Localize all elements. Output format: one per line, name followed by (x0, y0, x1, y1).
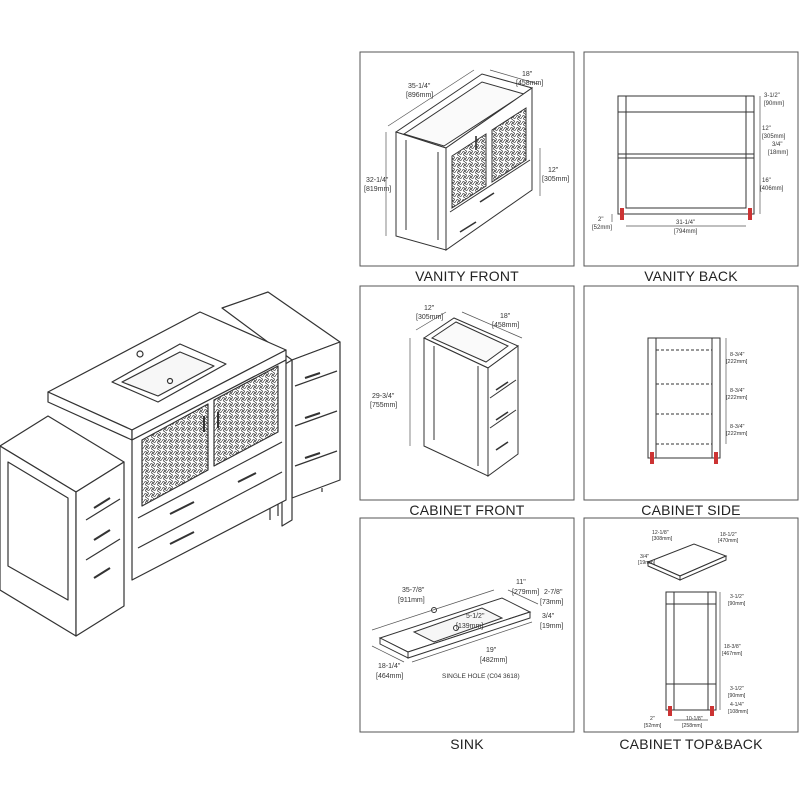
dim-label: 12" (548, 167, 559, 174)
dim-label: [222mm] (726, 431, 748, 437)
panel-cabinet-front (359, 285, 575, 501)
vanity-back-dimension-lines (611, 96, 761, 227)
dim-label: 3-1/2" (764, 93, 780, 99)
dim-label: 18-1/4" (378, 663, 401, 670)
dim-label: [18mm] (768, 150, 788, 156)
title-vanity-front: VANITY FRONT (415, 268, 519, 284)
panel-sink (359, 517, 575, 733)
dim-label: [19mm] (540, 623, 563, 630)
dim-label: [222mm] (726, 395, 748, 401)
dim-label: 12-1/8" (652, 530, 669, 536)
dim-label: [52mm] (644, 723, 662, 729)
dim-label: 3-1/2" (730, 686, 744, 692)
dim-label: [108mm] (728, 709, 749, 715)
cabinet-side-labels: 8-3/4" [222mm] 8-3/4" [222mm] 8-3/4" [22… (726, 352, 748, 437)
dim-label: [896mm] (406, 92, 433, 99)
cabinet-top-back-labels: 12-1/8" [308mm] 18-1/2" [470mm] 3/4" [19… (638, 530, 749, 729)
dim-label: [458mm] (516, 80, 543, 87)
dim-label: [458mm] (492, 322, 519, 329)
title-sink: SINK (450, 736, 484, 752)
panel-cabinet-side (583, 285, 799, 501)
dim-label: [911mm] (398, 597, 425, 604)
dim-label: 29-3/4" (372, 393, 395, 400)
sink-hole-note: SINGLE HOLE (C04 3618) (442, 673, 520, 680)
dim-label: 3/4" (772, 142, 782, 148)
dim-label: 3/4" (542, 613, 555, 620)
dim-label: 3/4" (640, 554, 649, 560)
left-side-cabinet (0, 415, 125, 637)
dim-label: 31-1/4" (676, 220, 695, 226)
dim-label: 35-7/8" (402, 587, 425, 594)
title-cabinet-front: CABINET FRONT (409, 502, 525, 518)
cabinet-top-back-dimension-lines (674, 592, 721, 721)
dim-label: [467mm] (722, 651, 743, 657)
cabinet-top-back-drawing (646, 543, 728, 716)
dim-label: [73mm] (540, 599, 563, 606)
cabinet-front-labels: 12" [305mm] 18" [458mm] 29-3/4" [755mm] (370, 305, 519, 409)
dim-label: 10-1/8" (686, 716, 703, 722)
dim-label: [305mm] (762, 134, 786, 140)
dim-label: 8-3/4" (730, 424, 745, 430)
vanity-back-drawing (617, 95, 755, 220)
dim-label: [222mm] (726, 359, 748, 365)
dim-label: [308mm] (652, 536, 673, 542)
dim-label: 12" (424, 305, 435, 312)
dim-label: 4-1/4" (730, 702, 744, 708)
dim-label: 11" (516, 579, 526, 586)
dim-label: 5-1/2" (466, 613, 485, 620)
dim-label: 8-3/4" (730, 352, 745, 358)
dim-label: [90mm] (728, 693, 746, 699)
dim-label: 12" (762, 126, 771, 132)
dim-label: 18" (522, 71, 533, 78)
vanity-front-drawing (394, 73, 534, 251)
panel-vanity-back (583, 51, 799, 267)
title-cabinet-top-back: CABINET TOP&BACK (619, 736, 763, 752)
dim-label: 35-1/4" (408, 83, 431, 90)
sink-drawing (378, 597, 532, 659)
dim-label: [464mm] (376, 673, 403, 680)
dim-label: [755mm] (370, 402, 397, 409)
panel-frames (359, 51, 799, 733)
dim-label: [279mm] (512, 589, 539, 596)
dim-label: [305mm] (542, 176, 569, 183)
dim-label: [258mm] (682, 723, 703, 729)
vanity-front-dimension-lines (385, 69, 541, 236)
dim-label: 2" (650, 716, 655, 722)
dim-label: [819mm] (364, 186, 391, 193)
dim-label: 18-3/8" (724, 644, 741, 650)
dim-label: [482mm] (480, 657, 507, 664)
cabinet-front-dimension-lines (409, 311, 523, 446)
dim-label: [305mm] (416, 314, 443, 321)
dim-label: 2-7/8" (544, 589, 563, 596)
dim-label: 3-1/2" (730, 594, 744, 600)
dim-label: 32-1/4" (366, 177, 389, 184)
dim-label: [90mm] (764, 101, 784, 107)
dim-label: 2" (598, 217, 603, 223)
dim-label: 16" (762, 178, 771, 184)
dim-label: [52mm] (592, 225, 612, 231)
panel-cabinet-top-back (583, 517, 799, 733)
panel-vanity-front (359, 51, 575, 267)
cabinet-side-drawing (647, 337, 721, 464)
vanity-back-labels: 3-1/2" [90mm] 12" [305mm] 3/4" [18mm] 16… (592, 93, 788, 235)
dim-label: [19mm] (638, 560, 656, 566)
dim-label: 19" (486, 647, 497, 654)
dim-label: [90mm] (728, 601, 746, 607)
dim-label: 18-1/2" (720, 532, 737, 538)
sink-dimension-lines (371, 589, 539, 663)
main-vanity-illustration (0, 291, 341, 637)
vanity-front-labels: 35-1/4" [896mm] 18" [458mm] 32-1/4" [819… (364, 71, 569, 193)
title-cabinet-side: CABINET SIDE (641, 502, 741, 518)
dim-label: [794mm] (674, 229, 698, 235)
sink-labels: 35-7/8" [911mm] 11" [279mm] 2-7/8" [73mm… (376, 579, 563, 680)
dim-label: 18" (500, 313, 511, 320)
center-vanity (47, 311, 287, 581)
dim-label: 8-3/4" (730, 388, 745, 394)
cabinet-front-drawing (422, 317, 519, 477)
title-vanity-back: VANITY BACK (644, 268, 738, 284)
dim-label: [406mm] (760, 186, 784, 192)
dim-label: [139mm] (456, 623, 483, 630)
dim-label: [470mm] (718, 538, 739, 544)
